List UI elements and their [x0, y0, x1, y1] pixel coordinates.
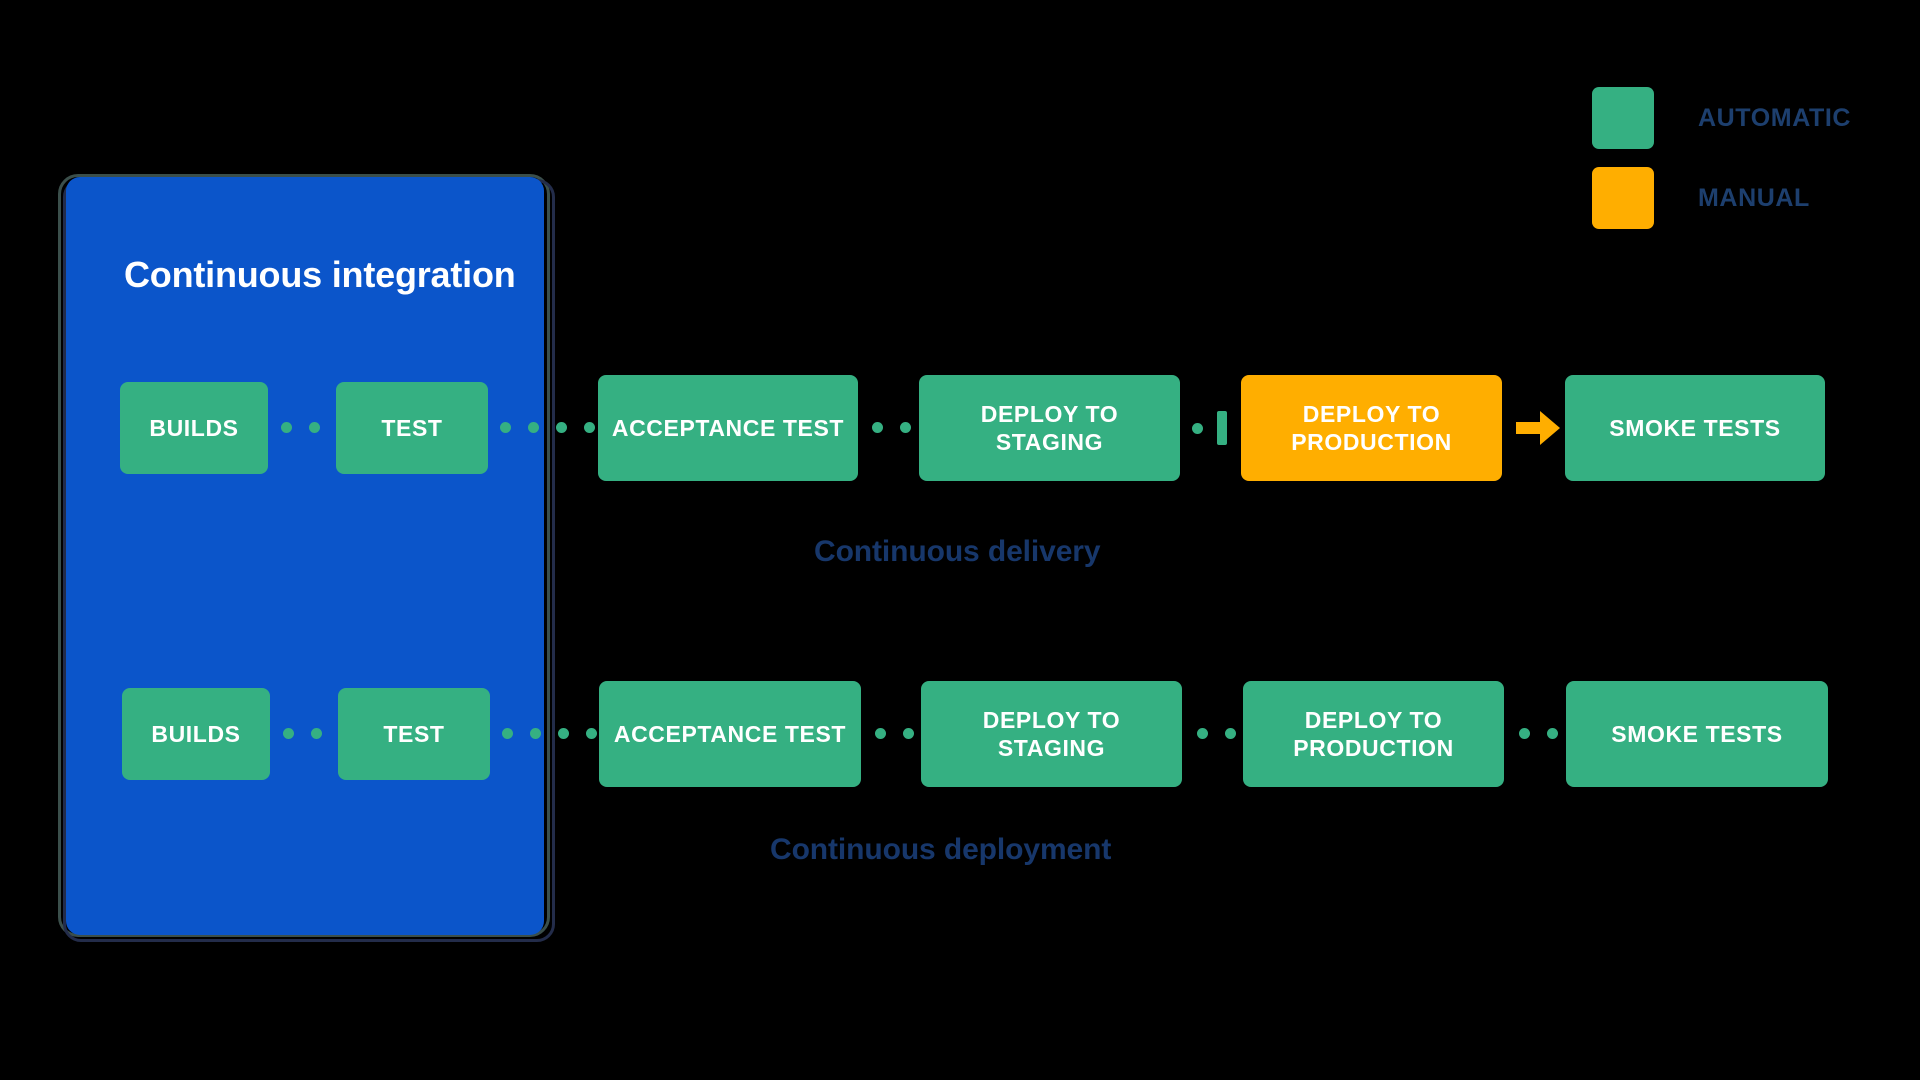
stage-acceptance-test-deployment[interactable]: ACCEPTANCE TEST: [599, 681, 861, 787]
continuous-integration-title: Continuous integration: [124, 254, 516, 295]
stage-label: DEPLOY TO PRODUCTION: [1291, 400, 1452, 455]
arrow-head-icon: [1540, 411, 1560, 445]
legend-item-manual: MANUAL: [1592, 167, 1912, 229]
stage-label: DEPLOY TO STAGING: [982, 706, 1121, 761]
stage-label: DEPLOY TO STAGING: [980, 400, 1119, 455]
stage-smoke-tests-delivery[interactable]: SMOKE TESTS: [1565, 375, 1825, 481]
caption-continuous-deployment: Continuous deployment: [770, 833, 1112, 866]
stage-acceptance-test-delivery[interactable]: ACCEPTANCE TEST: [598, 375, 858, 481]
stage-deploy-to-staging-deployment[interactable]: DEPLOY TO STAGING: [921, 681, 1182, 787]
automatic-swatch: [1592, 87, 1654, 149]
manual-swatch: [1592, 167, 1654, 229]
stage-label: ACCEPTANCE TEST: [613, 720, 847, 747]
stage-deploy-to-production-delivery[interactable]: DEPLOY TO PRODUCTION: [1241, 375, 1502, 481]
legend-label-manual: MANUAL: [1698, 183, 1810, 212]
continuous-integration-panel: [66, 177, 544, 935]
stage-label: ACCEPTANCE TEST: [611, 414, 845, 441]
stage-label: SMOKE TESTS: [1609, 414, 1781, 441]
connector-manual-gate-delivery: [1192, 408, 1227, 448]
ci-panel-outline-outer: [58, 174, 550, 937]
stage-label: BUILDS: [151, 720, 241, 747]
arrow-shaft: [1516, 422, 1540, 434]
gate-dot-icon: [1192, 422, 1203, 434]
gate-bar-icon: [1217, 411, 1227, 445]
stage-label: TEST: [383, 720, 445, 747]
stage-builds-delivery[interactable]: BUILDS: [120, 382, 268, 474]
connector-arrow-production-smoke-delivery: [1516, 411, 1560, 445]
stage-builds-deployment[interactable]: BUILDS: [122, 688, 270, 780]
legend: AUTOMATIC MANUAL: [1592, 87, 1912, 248]
legend-item-automatic: AUTOMATIC: [1592, 87, 1912, 149]
stage-deploy-to-staging-delivery[interactable]: DEPLOY TO STAGING: [919, 375, 1180, 481]
stage-label: BUILDS: [149, 414, 239, 441]
legend-label-automatic: AUTOMATIC: [1698, 103, 1852, 132]
caption-continuous-delivery: Continuous delivery: [814, 535, 1101, 568]
stage-label: SMOKE TESTS: [1611, 720, 1783, 747]
stage-label: DEPLOY TO PRODUCTION: [1293, 706, 1454, 761]
stage-label: TEST: [381, 414, 443, 441]
stage-deploy-to-production-deployment[interactable]: DEPLOY TO PRODUCTION: [1243, 681, 1504, 787]
stage-smoke-tests-deployment[interactable]: SMOKE TESTS: [1566, 681, 1828, 787]
stage-test-deployment[interactable]: TEST: [338, 688, 490, 780]
stage-test-delivery[interactable]: TEST: [336, 382, 488, 474]
